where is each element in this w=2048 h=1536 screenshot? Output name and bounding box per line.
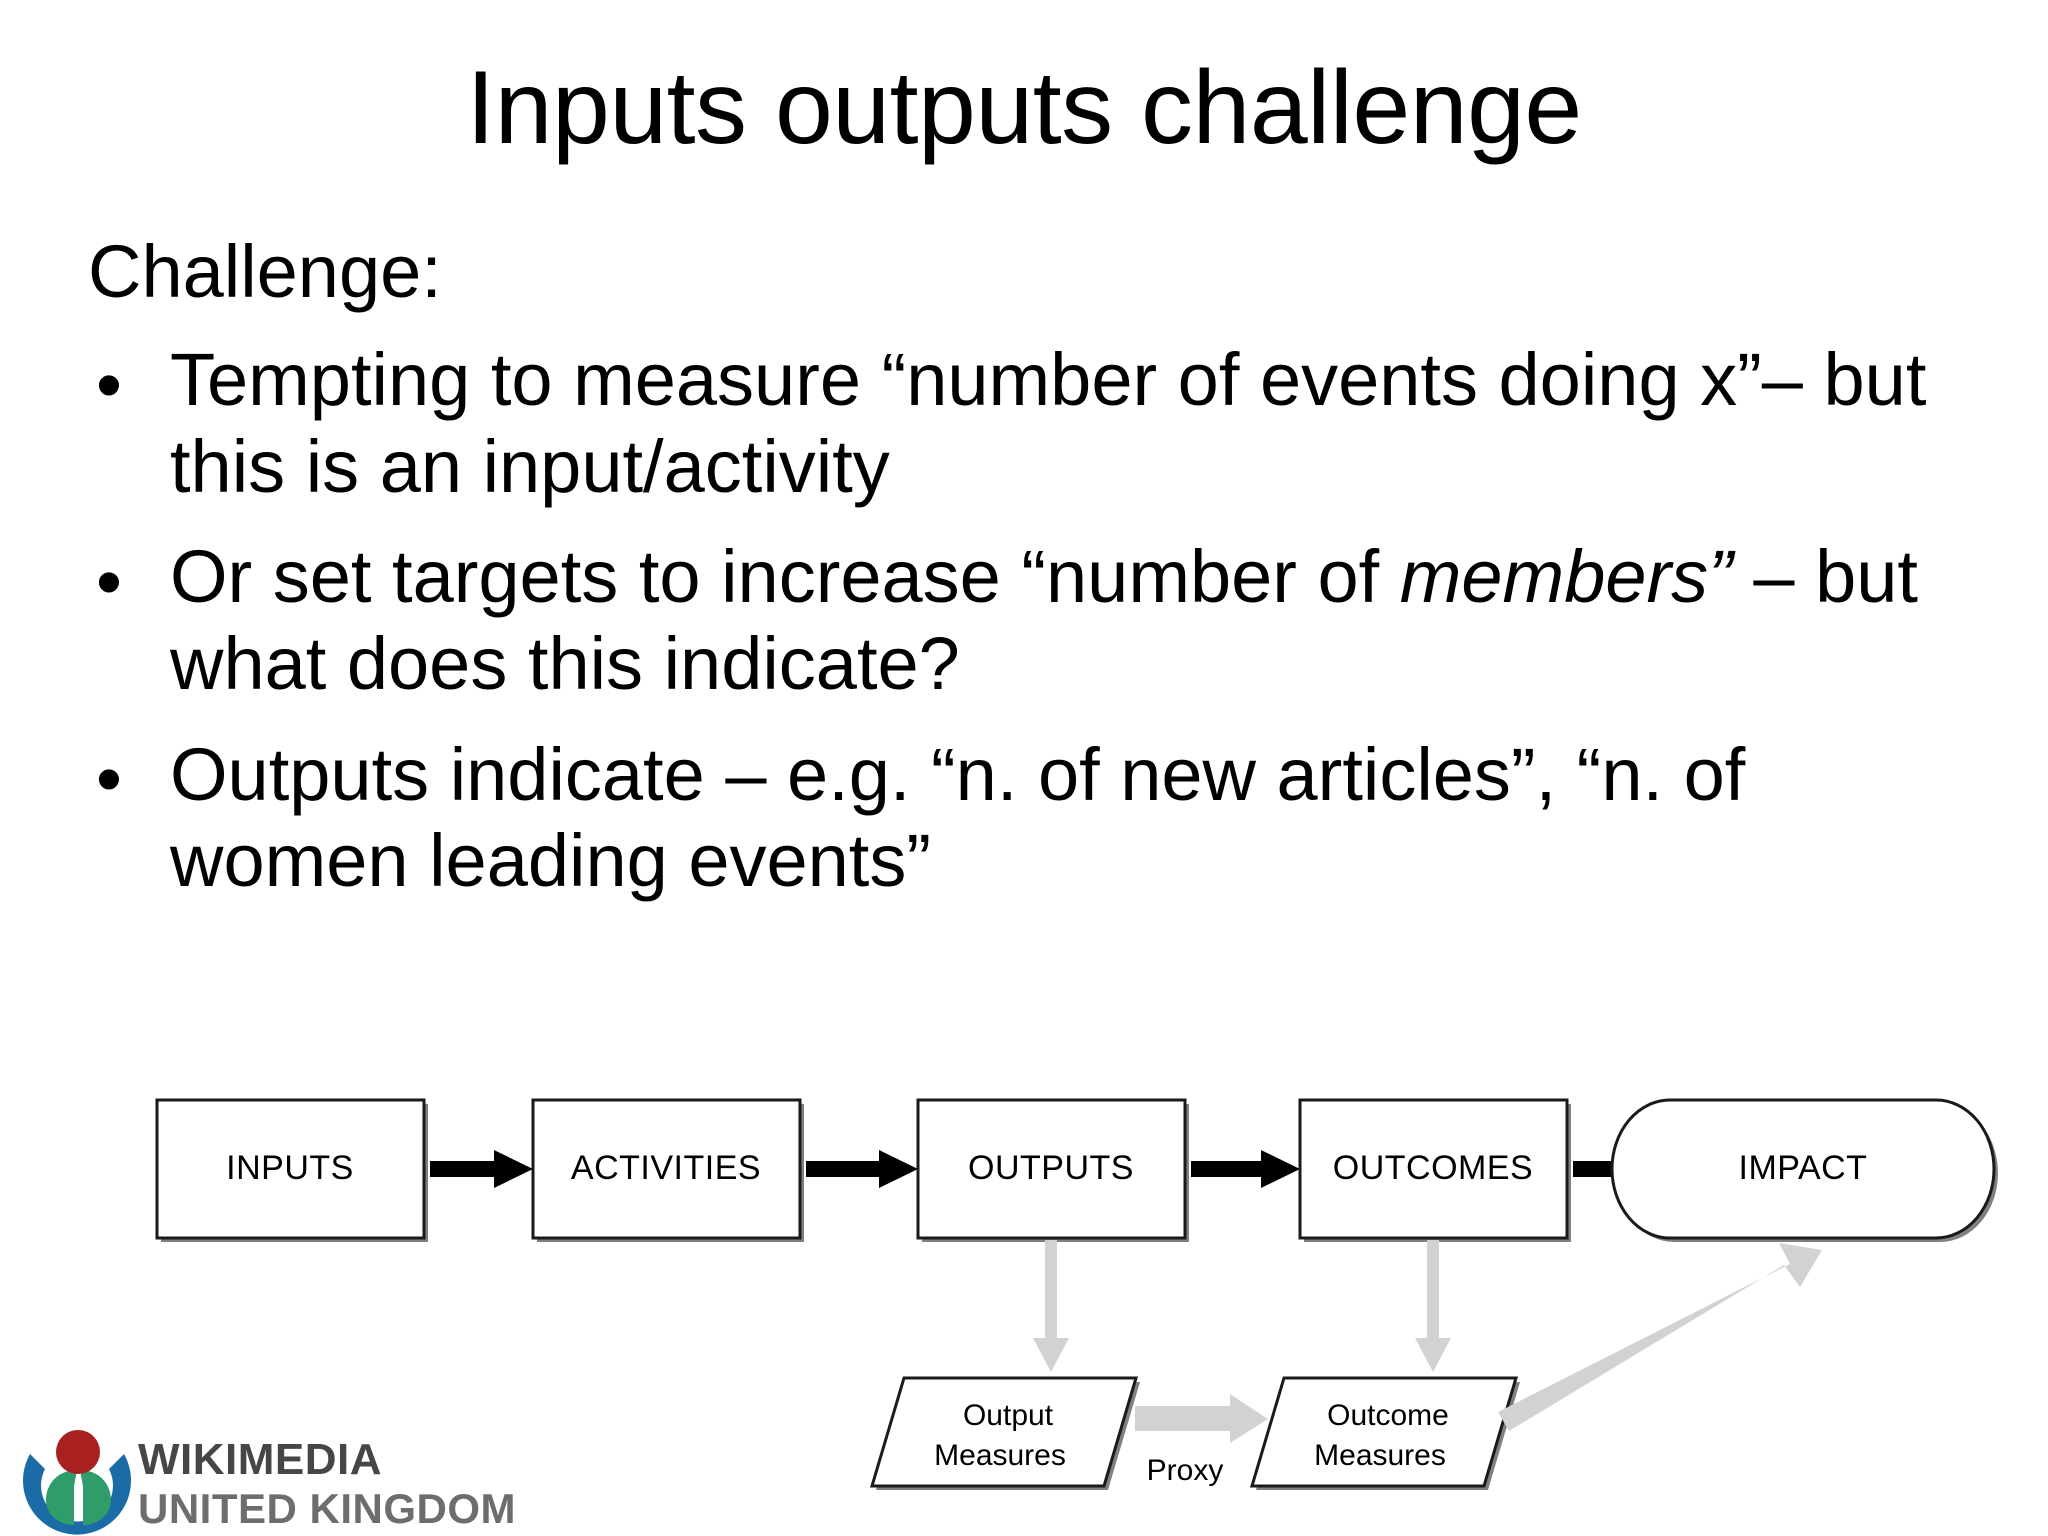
diagram-node-impact: IMPACT (1610, 1098, 1998, 1242)
diagram-node-outputs: OUTPUTS (916, 1098, 1189, 1242)
logic-model-diagram: INPUTS ACTIVITIES OUTPUTS (0, 1080, 2048, 1536)
diagram-node-label: INPUTS (226, 1149, 354, 1187)
diagram-node-inputs: INPUTS (155, 1098, 428, 1242)
arrow-proxy: Proxy (1135, 1394, 1268, 1487)
diagram-node-activities: ACTIVITIES (531, 1098, 804, 1242)
bullet-item-2: • Or set targets to increase “number of m… (88, 534, 1988, 707)
bullet-marker-icon: • (96, 539, 122, 623)
logo-green-right-petal (80, 1470, 111, 1525)
bullet-item-1: • Tempting to measure “number of events d… (88, 337, 1988, 510)
bullet-text-2-italic: members” (1399, 535, 1733, 619)
wikimedia-uk-logo: WIKIMEDIA UNITED KINGDOM (8, 1420, 548, 1536)
diagram-node-output-measures: Output Measures (869, 1376, 1140, 1490)
slide-body: Challenge: • Tempting to measure “number … (88, 228, 1988, 929)
diagram-node-outcomes: OUTCOMES (1298, 1098, 1571, 1242)
bullet-marker-icon: • (96, 342, 122, 426)
diagram-node-label: ACTIVITIES (571, 1149, 761, 1187)
bullet-item-3: • Outputs indicate – e.g. “n. of new arti… (88, 732, 1988, 905)
arrow-inputs-to-activities (430, 1150, 533, 1188)
arrow-outcomes-to-outcome-measures (1415, 1240, 1451, 1372)
diagram-node-label: OUTPUTS (968, 1149, 1134, 1187)
logo-green-left-petal (46, 1470, 77, 1525)
lead-line: Challenge: (88, 230, 442, 313)
proxy-label: Proxy (1147, 1454, 1224, 1487)
arrow-outcome-measures-to-impact (1498, 1243, 1822, 1431)
bullet-text-3-pre: Outputs indicate – e.g. “n. of new artic… (170, 732, 1746, 903)
bullet-text-2-post: – but what does this indicate? (170, 535, 1918, 706)
bullet-marker-icon: • (96, 737, 122, 821)
logo-red-circle (56, 1430, 100, 1474)
bullet-text-1-pre: Tempting to measure “number of events do… (170, 338, 1927, 508)
bullet-list: • Tempting to measure “number of events d… (88, 337, 1988, 904)
logo-text-wikimedia: WIKIMEDIA (138, 1435, 382, 1484)
diagram-node-label: OUTCOMES (1333, 1149, 1533, 1187)
outcome-measures-line2: Measures (1314, 1439, 1446, 1472)
output-measures-line1: Output (963, 1399, 1054, 1432)
logo-text-united-kingdom: UNITED KINGDOM (138, 1485, 516, 1532)
arrow-activities-to-outputs (806, 1150, 918, 1188)
arrow-outputs-to-outcomes (1191, 1150, 1300, 1188)
output-measures-line2: Measures (934, 1439, 1066, 1472)
page-title: Inputs outputs challenge (466, 50, 1582, 166)
arrow-outputs-to-output-measures (1033, 1240, 1069, 1372)
outcome-measures-line1: Outcome (1327, 1399, 1449, 1432)
diagram-node-outcome-measures: Outcome Measures (1249, 1376, 1520, 1490)
bullet-text-2-pre: Or set targets to increase “number of (170, 535, 1400, 619)
diagram-node-label: IMPACT (1739, 1149, 1868, 1187)
